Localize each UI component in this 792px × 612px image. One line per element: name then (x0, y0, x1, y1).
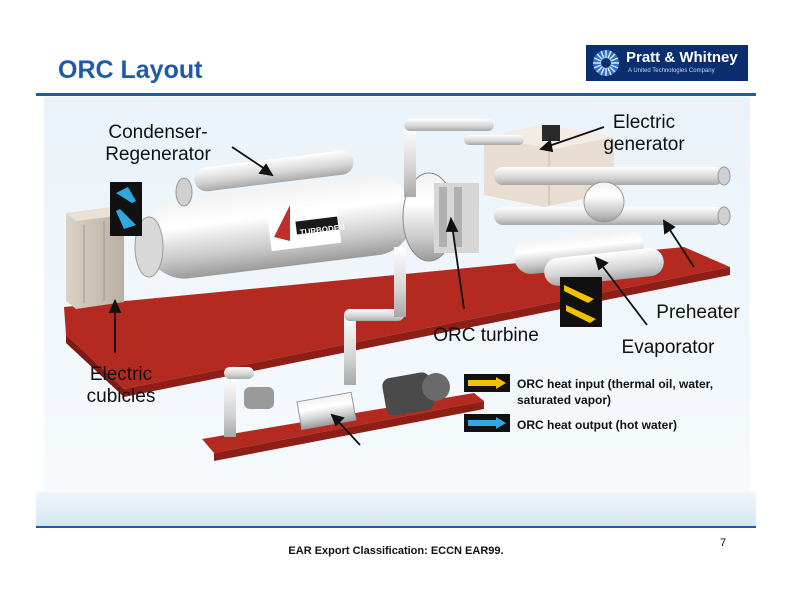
slide-title: ORC Layout (58, 56, 203, 84)
logo-tagline: A United Technologies Company (628, 68, 715, 74)
legend-heat-input-swatch (464, 374, 510, 392)
leader-arrows (108, 126, 695, 446)
export-classification-footer: EAR Export Classification: ECCN EAR99. (288, 545, 504, 557)
label-cubicles-line2: cubicles (86, 386, 156, 407)
label-evaporator: Evaporator (621, 337, 715, 358)
title-divider (36, 93, 756, 96)
bottom-band (36, 492, 756, 526)
label-condenser-line2: Regenerator (105, 144, 211, 165)
label-generator-line1: Electric (612, 112, 676, 133)
label-cubicles-line1: Electric (89, 364, 153, 385)
page-number: 7 (720, 537, 727, 549)
legend-heat-input-line1: ORC heat input (thermal oil, water, (517, 377, 714, 391)
legend-heat-input: ORC heat input (thermal oil, water, satu… (517, 376, 713, 408)
label-preheater: Preheater (656, 302, 740, 323)
legend-heat-output: ORC heat output (hot water) (517, 418, 677, 432)
electric-generator (484, 125, 614, 207)
logo-brand-text: Pratt & Whitney (626, 49, 738, 66)
heat-input-indicator (560, 277, 602, 327)
label-electric-cubicles: Electric cubicles (74, 364, 168, 408)
condenser-regenerator: TURBODEN (134, 150, 414, 279)
label-condenser-regenerator: Condenser- Regenerator (96, 122, 220, 166)
turbine-wheel-icon (593, 50, 619, 76)
feed-pump (244, 372, 450, 431)
orc-unit-illustration: TURBODEN (44, 97, 750, 493)
preheater-pipes (494, 166, 731, 226)
electric-cubicles (66, 207, 124, 309)
label-orc-turbine: ORC turbine (433, 325, 539, 346)
orc-turbine (402, 172, 479, 262)
pratt-whitney-logo: Pratt & Whitney A United Technologies Co… (586, 45, 748, 81)
label-electric-generator: Electric generator (594, 112, 694, 156)
heat-output-indicator (110, 182, 142, 236)
legend-heat-input-line2: saturated vapor) (517, 393, 612, 407)
label-condenser-line1: Condenser- (108, 122, 208, 143)
bottom-divider (36, 526, 756, 528)
legend-heat-output-swatch (464, 414, 510, 432)
label-generator-line2: generator (603, 134, 685, 155)
